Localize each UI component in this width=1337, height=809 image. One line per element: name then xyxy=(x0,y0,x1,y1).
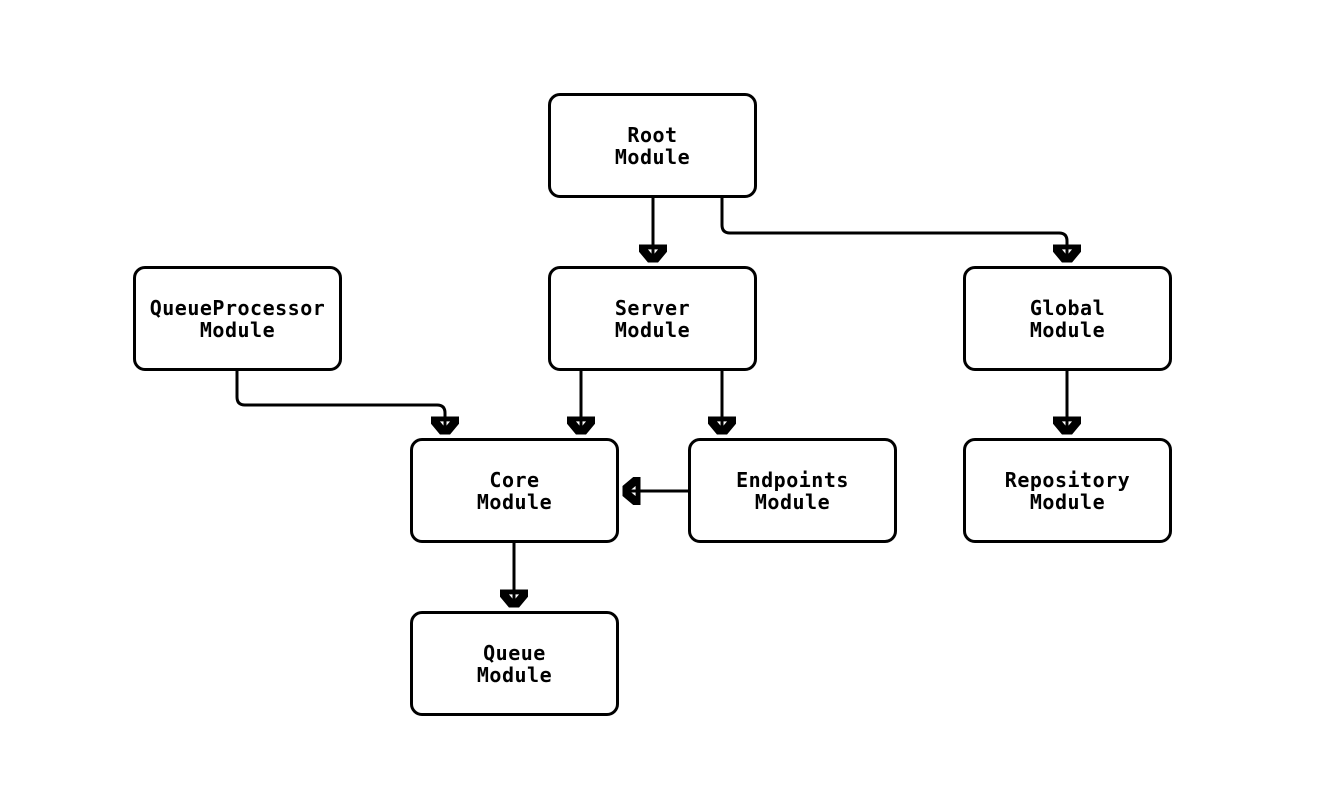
node-global-module: Global Module xyxy=(963,266,1172,371)
node-queueprocessor-module-label-line2: Module xyxy=(199,317,276,342)
node-endpoints-module: Endpoints Module xyxy=(688,438,897,543)
edge-root-to-global xyxy=(720,198,1067,262)
node-server-module-label-line2: Module xyxy=(614,317,691,342)
node-server-module-label-line1: Server xyxy=(614,295,691,320)
node-queue-module: Queue Module xyxy=(410,611,619,716)
node-core-module: Core Module xyxy=(410,438,619,543)
node-queue-module-label-line1: Queue xyxy=(483,640,546,665)
node-queueprocessor-module: QueueProcessor Module xyxy=(133,266,342,371)
node-root-module: Root Module xyxy=(548,93,757,198)
node-queueprocessor-module-label-line1: QueueProcessor xyxy=(149,295,326,320)
edge-queueprocessor-to-core xyxy=(235,371,445,434)
node-server-module: Server Module xyxy=(548,266,757,371)
node-repository-module-label-line2: Module xyxy=(1029,489,1106,514)
node-global-module-label-line1: Global xyxy=(1029,295,1106,320)
node-endpoints-module-label-line1: Endpoints xyxy=(736,467,849,492)
node-endpoints-module-label-line2: Module xyxy=(754,489,831,514)
node-root-module-label-line1: Root xyxy=(627,122,678,147)
node-core-module-label-line2: Module xyxy=(476,489,553,514)
node-queue-module-label-line2: Module xyxy=(476,662,553,687)
node-root-module-label-line2: Module xyxy=(614,144,691,169)
node-repository-module-label-line1: Repository xyxy=(1004,467,1131,492)
node-core-module-label-line1: Core xyxy=(489,467,540,492)
node-global-module-label-line2: Module xyxy=(1029,317,1106,342)
node-repository-module: Repository Module xyxy=(963,438,1172,543)
